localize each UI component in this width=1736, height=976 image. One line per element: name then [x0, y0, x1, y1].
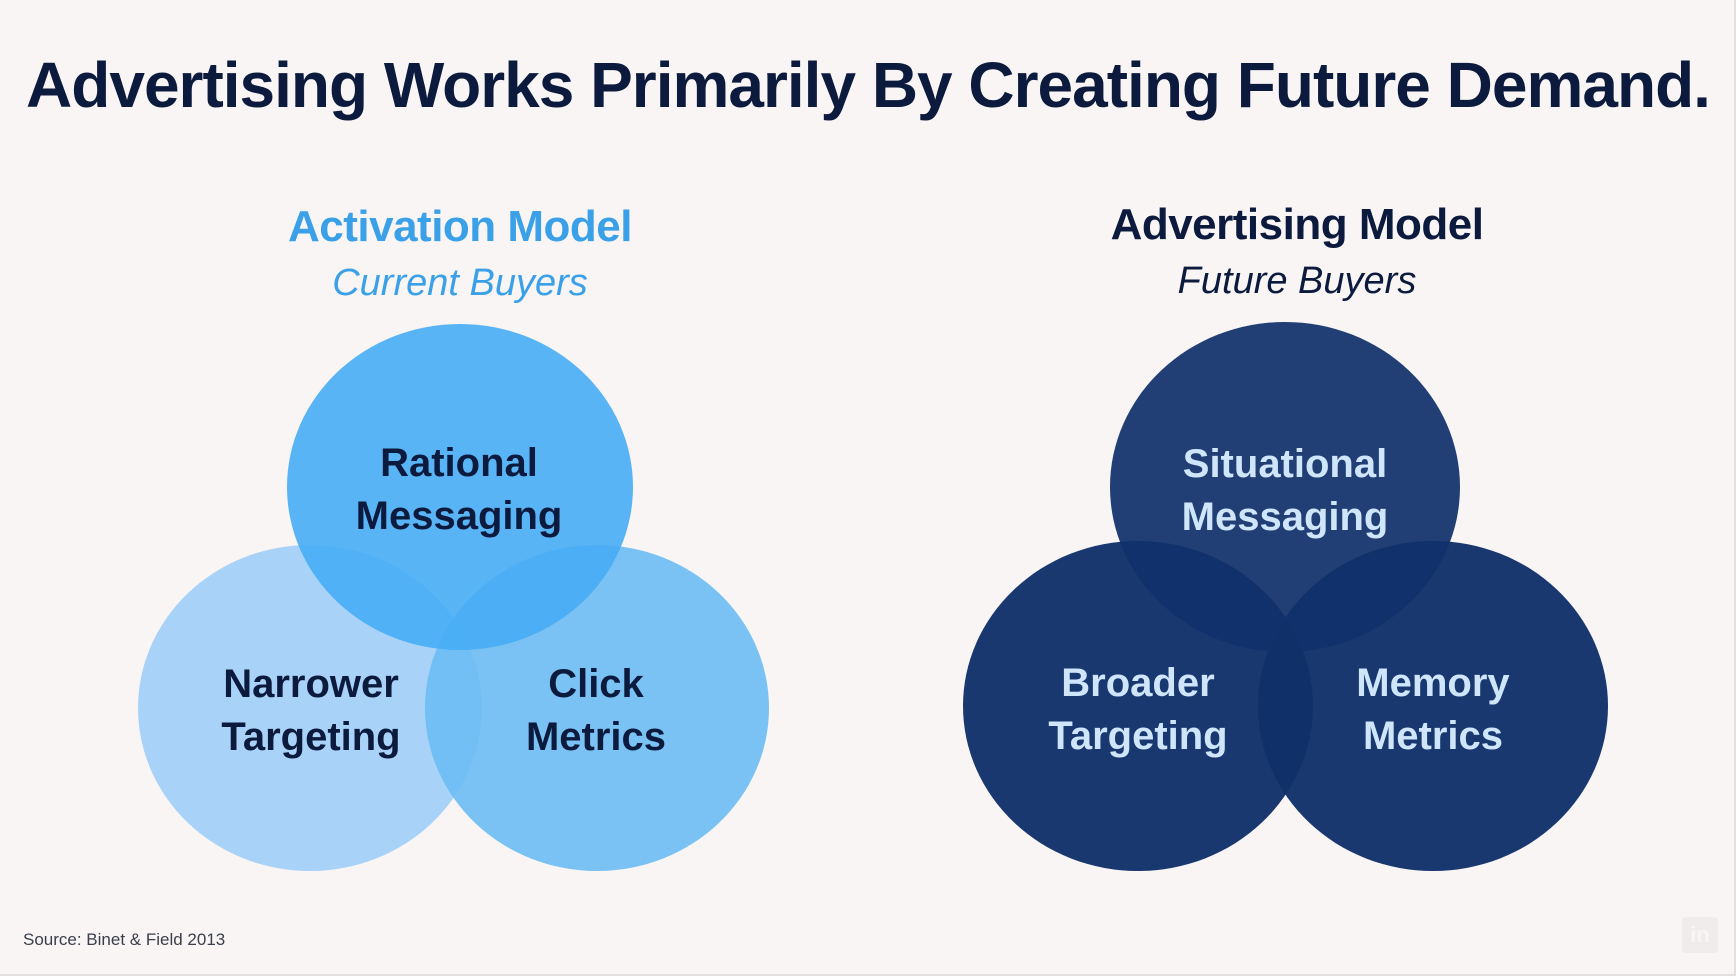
activation-top-label-line1: Rational	[380, 441, 538, 485]
advertising-model-heading: Advertising Model	[1110, 200, 1484, 249]
advertising-venn: Situational Messaging Broader Targeting …	[963, 322, 1608, 871]
activation-model-heading: Activation Model	[287, 202, 633, 251]
activation-model-subheading: Current Buyers	[332, 262, 588, 304]
activation-right-label-line2: Metrics	[526, 715, 666, 759]
linkedin-icon: in	[1682, 917, 1718, 953]
advertising-top-label-line2: Messaging	[1182, 495, 1389, 539]
activation-top-label-line2: Messaging	[356, 494, 563, 538]
activation-left-label-line1: Narrower	[223, 662, 399, 706]
activation-right-label-line1: Click	[548, 662, 644, 706]
activation-venn: Rational Messaging Narrower Targeting Cl…	[138, 324, 769, 871]
slide-title: Advertising Works Primarily By Creating …	[26, 49, 1711, 121]
activation-left-label-line2: Targeting	[221, 715, 400, 759]
advertising-left-label-line2: Targeting	[1048, 714, 1227, 758]
source-citation: Source: Binet & Field 2013	[23, 930, 226, 949]
activation-circle-rational-messaging	[287, 324, 633, 650]
advertising-top-label-line1: Situational	[1183, 442, 1387, 486]
advertising-right-label-line2: Metrics	[1363, 714, 1503, 758]
advertising-model-subheading: Future Buyers	[1177, 260, 1417, 302]
advertising-circle-situational-messaging	[1110, 322, 1460, 652]
advertising-left-label-line1: Broader	[1061, 661, 1214, 705]
advertising-right-label-line1: Memory	[1356, 661, 1510, 705]
